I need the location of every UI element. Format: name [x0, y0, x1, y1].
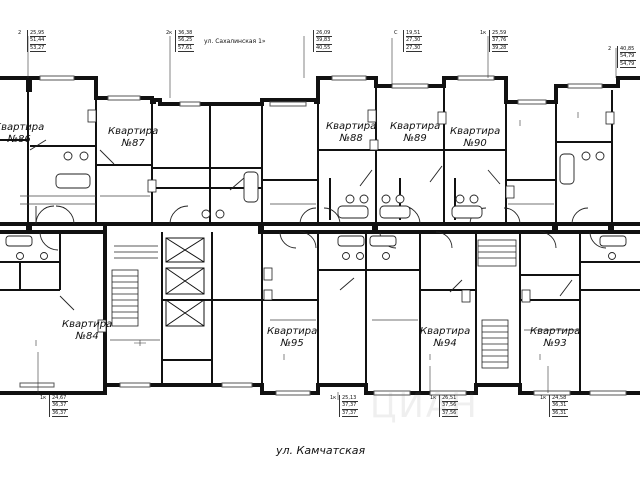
apartment-label-89: Квартира №89: [390, 121, 440, 145]
door-swings: [29, 139, 607, 311]
apartment-label-87: Квартира №87: [108, 126, 158, 150]
tag-leaders: [27, 36, 617, 400]
apartment-label-86: Квартира №86: [0, 122, 44, 146]
apartment-label-95-title: Квартира: [267, 326, 318, 337]
apartment-label-90-title: Квартира: [450, 126, 501, 137]
apartment-label-89-number: №89: [403, 133, 427, 144]
apartment-label-84-number: №84: [75, 331, 99, 342]
apartment-label-93-number: №93: [543, 338, 567, 349]
apartment-label-95-number: №95: [280, 338, 304, 349]
interior-walls-lower: [0, 232, 640, 393]
kitchen-stoves: [87, 109, 615, 333]
apartment-label-89-title: Квартира: [390, 121, 441, 132]
apartment-label-93-title: Квартира: [530, 326, 581, 337]
apartment-label-86-title: Квартира: [0, 122, 45, 133]
apartment-label-86-number: №86: [7, 134, 31, 145]
apartment-label-90-number: №90: [463, 138, 487, 149]
apartment-label-90: Квартира №90: [450, 126, 500, 150]
apartment-label-87-number: №87: [121, 138, 145, 149]
apartment-label-88: Квартира №88: [326, 121, 376, 145]
apartment-label-93: Квартира №93: [530, 326, 580, 350]
apartment-label-84: Квартира №84: [62, 319, 112, 343]
interior-walls-upper: [0, 86, 613, 224]
apartment-label-94-title: Квартира: [420, 326, 471, 337]
bathroom-fixtures: [5, 151, 627, 260]
columns: [26, 98, 614, 234]
street-name-top: ул. Сахалинская 1»: [204, 38, 266, 45]
windows: [19, 75, 627, 396]
elevators: [165, 237, 205, 327]
stair-cores: [111, 239, 517, 369]
apartment-label-95: Квартира №95: [267, 326, 317, 350]
apartment-label-84-title: Квартира: [62, 319, 113, 330]
dimension-ticks: [35, 112, 579, 360]
balconies: [20, 195, 578, 341]
apartment-label-94: Квартира №94: [420, 326, 470, 350]
apartment-label-87-title: Квартира: [108, 126, 159, 137]
apartment-label-88-title: Квартира: [326, 121, 377, 132]
street-name-bottom: ул. Камчатская: [276, 444, 366, 457]
watermark-text: ЦИАН: [370, 386, 479, 426]
apartment-label-88-number: №88: [339, 133, 363, 144]
apartment-label-94-number: №94: [433, 338, 457, 349]
